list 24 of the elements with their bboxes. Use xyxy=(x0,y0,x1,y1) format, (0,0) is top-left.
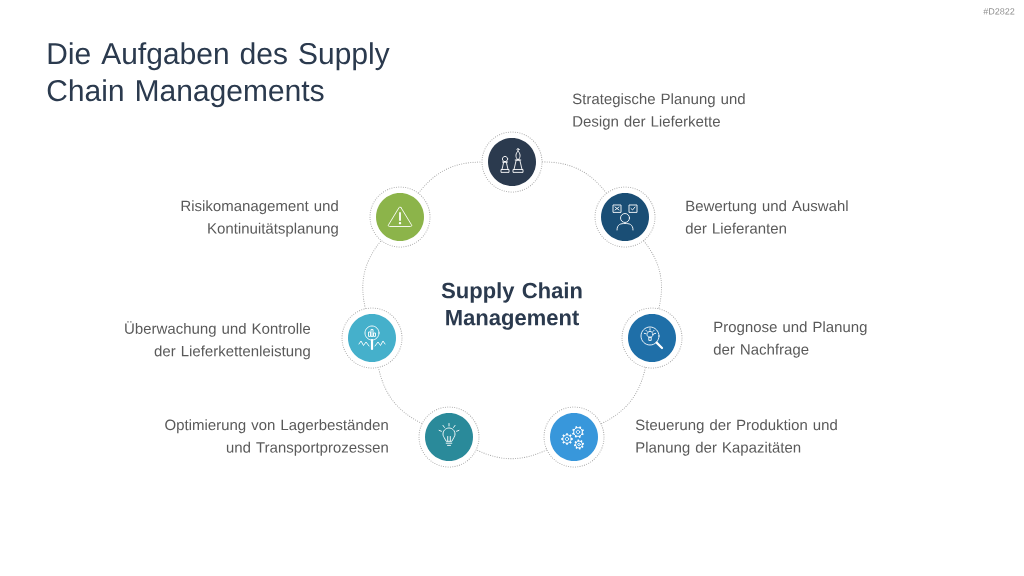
center-title: Supply Chain Management xyxy=(441,282,582,330)
connector-line xyxy=(378,367,423,424)
connector-line xyxy=(418,161,482,194)
icon-circle xyxy=(341,307,403,369)
icon-circle xyxy=(594,186,656,248)
connector-line xyxy=(476,449,547,460)
icon-circle xyxy=(418,406,480,468)
description-text: Bewertung und Auswahl der Lieferanten xyxy=(685,200,848,234)
connector-line xyxy=(643,240,662,309)
connector-line xyxy=(362,240,382,309)
slide-title: Die Aufgaben des Supply Chain Managements xyxy=(47,42,390,108)
connector-line xyxy=(542,161,607,194)
description-text: Optimierung von Lagerbeständen und Transportprozessen xyxy=(165,419,388,456)
description-text: Risikomanagement und Kontinuitätsplanung xyxy=(181,200,338,237)
connector-line xyxy=(600,367,646,425)
icon-circle xyxy=(621,307,683,369)
description-text: Überwachung und Kontrolle der Lieferkettenleistung xyxy=(125,321,311,360)
description-text: Strategische Planung und Design der Lieferkette xyxy=(572,93,745,130)
description-text: Steuerung der Produktion und Planung der Kapazitäten xyxy=(635,419,837,456)
description-text: Prognose und Planung der Nachfrage xyxy=(713,321,867,358)
icon-circle xyxy=(481,131,543,193)
reference-code: #D2822 xyxy=(983,8,1015,15)
icon-circle xyxy=(369,186,431,248)
icon-circle xyxy=(543,406,605,468)
